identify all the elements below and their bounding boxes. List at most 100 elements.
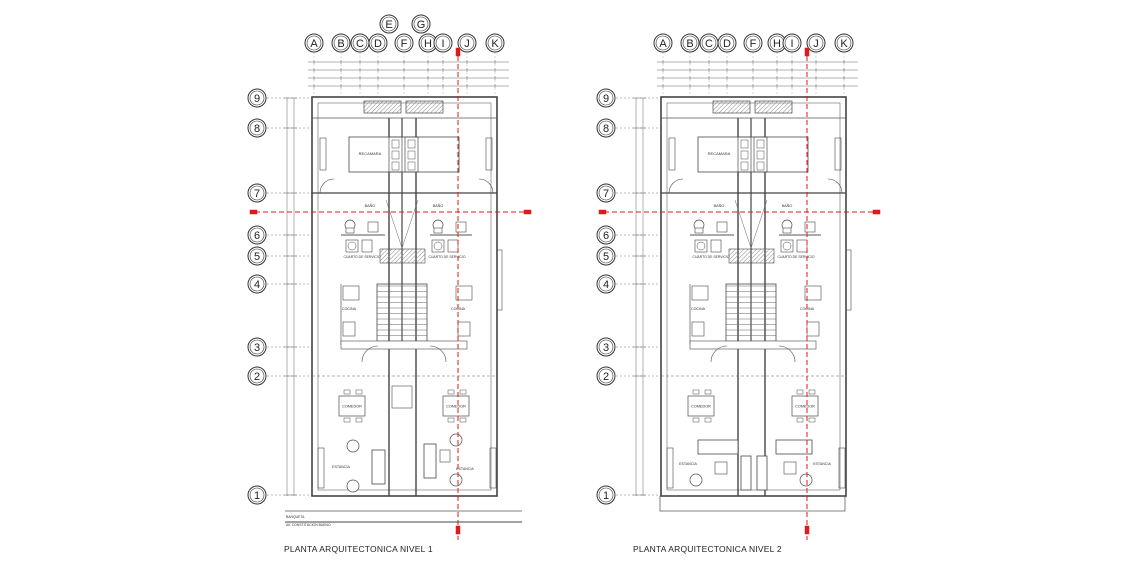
window-bedroom-right <box>485 137 493 171</box>
dining-table <box>442 395 470 417</box>
sofa <box>756 455 768 491</box>
stair-arrow <box>401 199 419 249</box>
axis-bubble-8: 8 <box>596 118 616 138</box>
window-east <box>845 249 852 311</box>
axis-bubble-a-label: A <box>659 38 667 50</box>
axis-bubble-j: J <box>806 33 826 53</box>
street-label-avenue: AV. CONSTITUCION BUENO <box>286 523 331 527</box>
axis-bubble-6: 6 <box>247 225 267 245</box>
sofa <box>371 449 386 485</box>
axis-bubble-8: 8 <box>247 118 267 138</box>
sofa <box>423 443 437 479</box>
dining-chair <box>459 417 467 423</box>
sofa <box>697 439 739 455</box>
sink-fixture <box>367 221 379 233</box>
kitchen-sink <box>691 285 709 301</box>
closet-door <box>407 161 416 171</box>
axis-bubble-2: 2 <box>596 366 616 386</box>
bedroom-closet-right <box>404 136 419 173</box>
tank-fixture <box>796 239 808 253</box>
armchair <box>346 479 360 493</box>
room-label-comedor: COMEDOR <box>342 405 362 409</box>
axis-bubble-6: 6 <box>596 225 616 245</box>
room-label-bano: BAÑO <box>782 203 793 208</box>
axis-bubble-a-label: A <box>310 38 318 50</box>
section-marker <box>872 209 881 215</box>
armchair <box>799 473 813 487</box>
axis-bubble-k: K <box>834 33 854 53</box>
stair-arrow <box>734 199 752 249</box>
window-right <box>838 447 846 489</box>
axis-bubble-g-label: G <box>417 19 426 31</box>
dining-table <box>687 395 715 417</box>
axis-bubble-j-label: J <box>464 38 470 50</box>
room-label-recamara: RECAMARA <box>708 151 731 156</box>
closet-door <box>740 161 749 171</box>
toilet-tank <box>433 227 443 234</box>
bedroom-closet-left <box>388 136 403 173</box>
closet-door <box>391 150 400 160</box>
room-label-cuarto-servicio: CUARTO DE SERVICIO <box>693 255 730 259</box>
dining-chair <box>796 417 804 423</box>
room-label-bano: BAÑO <box>714 203 725 208</box>
closet-door <box>740 139 749 149</box>
ground-edge <box>659 495 846 512</box>
axis-bubble-9-label: 9 <box>603 93 609 105</box>
axis-bubble-7: 7 <box>247 183 267 203</box>
axis-bubble-f: F <box>743 33 763 53</box>
sink-fixture <box>804 221 816 233</box>
axis-bubble-7-label: 7 <box>254 188 260 200</box>
axis-bubble-4-label: 4 <box>603 279 609 291</box>
axis-bubble-b-label: B <box>337 38 344 50</box>
kitchen-bar <box>340 340 468 350</box>
closet-door <box>756 139 765 149</box>
dining-chair <box>704 417 712 423</box>
axis-bubble-d-label: D <box>723 38 731 50</box>
axis-bubble-b-label: B <box>686 38 693 50</box>
closet-door <box>756 150 765 160</box>
coffee-table <box>783 461 797 475</box>
stair-landing <box>379 248 426 264</box>
stove <box>342 321 356 337</box>
axis-bubble-4: 4 <box>596 274 616 294</box>
room-label-cuarto-servicio: CUARTO DE SERVICIO <box>778 255 815 259</box>
dining-chair <box>704 389 712 395</box>
axis-bubble-7-label: 7 <box>603 188 609 200</box>
door-swing <box>361 345 379 363</box>
plan-title-level-2: PLANTA ARQUITECTONICA NIVEL 2 <box>633 544 782 554</box>
axis-bubble-5-label: 5 <box>254 251 260 263</box>
washer-drum <box>696 241 706 251</box>
axis-bubble-6-label: 6 <box>603 230 609 242</box>
axis-bubble-e: E <box>379 14 399 34</box>
window-bedroom-left <box>319 137 327 171</box>
room-label-comedor: COMEDOR <box>691 405 711 409</box>
closet-door <box>391 161 400 171</box>
dining-chair <box>447 417 455 423</box>
bedroom-closet-right <box>753 136 768 173</box>
axis-bubble-h-label: H <box>773 38 781 50</box>
door-swing <box>710 345 728 363</box>
exterior-wall-inner <box>666 102 841 491</box>
stove <box>806 321 820 337</box>
kitchen-bar <box>689 340 817 350</box>
dining-table <box>791 395 819 417</box>
garage-door <box>391 385 413 409</box>
section-marker <box>804 47 810 57</box>
dining-chair <box>447 389 455 395</box>
room-label-estancia: ESTANCIA <box>456 467 474 471</box>
dining-chair <box>808 417 816 423</box>
axis-bubble-1: 1 <box>596 485 616 505</box>
sink-fixture <box>455 221 467 233</box>
axis-bubble-j-label: J <box>813 38 819 50</box>
sink-fixture <box>716 221 728 233</box>
washer-drum <box>782 241 792 251</box>
kitchen-sink <box>804 285 822 301</box>
window-left <box>317 447 325 489</box>
bedroom-bed <box>348 136 460 173</box>
axis-bubble-2-label: 2 <box>254 371 260 383</box>
section-marker <box>598 209 607 215</box>
armchair <box>689 473 703 487</box>
coffee-table <box>714 461 728 475</box>
